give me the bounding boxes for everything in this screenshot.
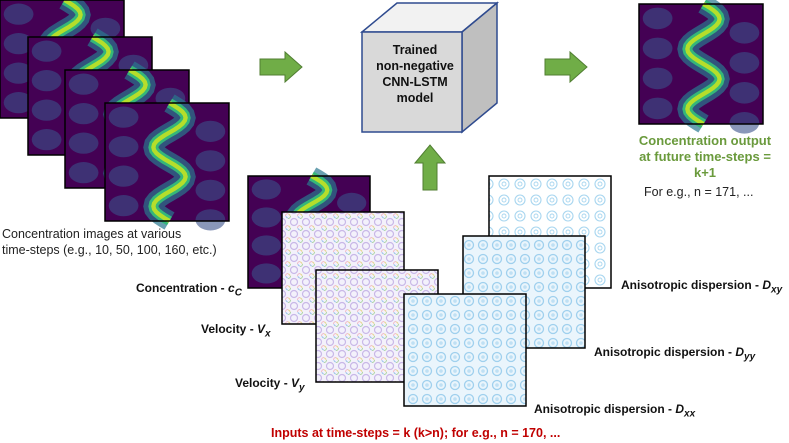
model-label-line: CNN-LSTM: [382, 75, 448, 89]
model-cube: [359, 1, 500, 134]
input-dispersion-xx-image: [403, 293, 527, 407]
inputs-caption: Inputs at time-steps = k (k>n); for e.g.…: [271, 426, 561, 440]
output-concentration-image: [638, 0, 764, 134]
input-image-stack: [247, 167, 612, 407]
model-label-line: Trained: [392, 43, 438, 57]
label-velocity-x: Velocity - Vx: [201, 322, 271, 340]
label-dispersion-xy: Anisotropic dispersion - Dxy: [621, 278, 783, 296]
caption-line: Concentration images at various: [2, 227, 182, 241]
arrow-to-model: [259, 50, 303, 84]
output-example: For e.g., n = 171, ...: [644, 185, 754, 199]
output-caption-line: k+1: [693, 165, 717, 180]
cube-front-face: [361, 31, 463, 133]
model-label: Trained non-negative CNN-LSTM model: [368, 42, 462, 106]
arrow-inputs-to-model: [413, 144, 447, 191]
output-image: [638, 0, 764, 134]
label-dispersion-yy: Anisotropic dispersion - Dyy: [594, 345, 756, 363]
label-dispersion-xx: Anisotropic dispersion - Dxx: [534, 402, 696, 420]
concentration-image-t4: [104, 94, 230, 231]
model-label-line: model: [396, 91, 434, 105]
flow-arrows: [259, 50, 588, 191]
output-caption-line: Concentration output: [638, 133, 772, 148]
model-label-line: non-negative: [376, 59, 454, 73]
label-velocity-y: Velocity - Vy: [235, 376, 305, 394]
concentration-image-stack: [0, 0, 230, 231]
caption-line: time-steps (e.g., 10, 50, 100, 160, etc.…: [2, 243, 217, 257]
arrow-to-output: [544, 50, 588, 84]
output-caption: Concentration output at future time-step…: [630, 133, 780, 181]
concentration-images-caption: Concentration images at various time-ste…: [2, 226, 217, 258]
label-concentration: Concentration - cC: [136, 281, 242, 299]
output-caption-line: at future time-steps =: [639, 149, 771, 164]
